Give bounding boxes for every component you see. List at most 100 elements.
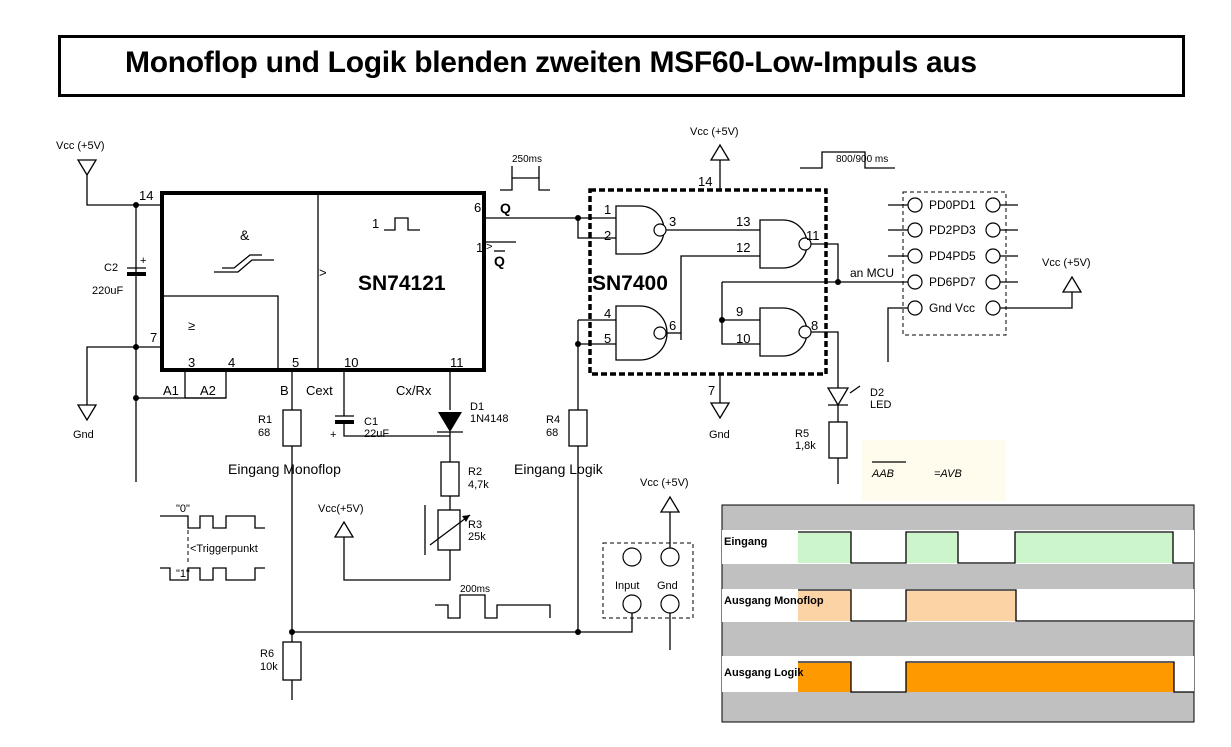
ic1-pin-10: 10	[344, 355, 358, 370]
svg-text:D1: D1	[470, 401, 484, 413]
ic1-pin-3: 3	[188, 355, 195, 370]
ic1-pin-4: 4	[228, 355, 235, 370]
svg-text:14: 14	[698, 174, 712, 189]
d1-diode	[438, 412, 462, 432]
b-label: B	[280, 383, 289, 398]
svg-text:=AVB: =AVB	[934, 468, 962, 480]
svg-text:7: 7	[708, 383, 715, 398]
gnd-left-label: Gnd	[73, 429, 94, 441]
svg-text:C2: C2	[104, 262, 118, 274]
title-box: Monoflop und Logik blenden zweiten MSF60…	[58, 35, 1185, 97]
r6-resistor	[282, 641, 302, 681]
c1-capacitor: + C1 22uF	[330, 408, 389, 441]
svg-text:Vcc (+5V): Vcc (+5V)	[56, 140, 105, 152]
svg-text:R4: R4	[546, 414, 560, 426]
gt-symbol: >	[319, 265, 327, 280]
svg-text:<Triggerpunkt: <Triggerpunkt	[190, 543, 258, 555]
svg-text:9: 9	[736, 304, 743, 319]
svg-text:Gnd: Gnd	[657, 580, 678, 592]
svg-text:250ms: 250ms	[512, 154, 542, 165]
and-symbol: &	[240, 227, 250, 243]
ic1-pin-7: 7	[150, 330, 157, 345]
svg-text:22uF: 22uF	[364, 428, 389, 440]
svg-text:R1: R1	[258, 414, 272, 426]
svg-text:2: 2	[604, 228, 611, 243]
timing-label-monoflop: Ausgang Monoflop	[724, 595, 824, 607]
ic1-pin-5: 5	[292, 355, 299, 370]
mcu-connector	[902, 191, 1007, 336]
svg-text:R6: R6	[260, 648, 274, 660]
svg-text:R5: R5	[795, 428, 809, 440]
svg-text:R3: R3	[468, 519, 482, 531]
svg-text:PD6PD7: PD6PD7	[929, 275, 976, 289]
svg-text:3: 3	[669, 214, 676, 229]
timing-diagram: Eingang Ausgang Monoflop Ausgang Logik	[721, 504, 1195, 723]
gnd-mid-label: Gnd	[709, 429, 730, 441]
svg-text:25k: 25k	[468, 531, 486, 543]
svg-text:Vcc (+5V): Vcc (+5V)	[690, 126, 739, 138]
gnd-mid-icon	[709, 402, 731, 420]
svg-text:220uF: 220uF	[92, 285, 123, 297]
a1-label: A1	[163, 383, 179, 398]
svg-text:4: 4	[604, 306, 611, 321]
an-mcu-label: an MCU	[850, 266, 894, 280]
svg-text:PD2PD3: PD2PD3	[929, 223, 976, 237]
ic-sn74121: & ≥ > 1 SN74121 1 >	[160, 191, 492, 372]
svg-text:C1: C1	[364, 416, 378, 428]
pulse-250ms: 250ms	[500, 154, 550, 191]
svg-text:LED: LED	[870, 399, 891, 411]
r4-resistor	[568, 409, 588, 447]
vcc-top: Vcc (+5V) 14	[690, 126, 739, 190]
svg-text:R2: R2	[468, 466, 482, 478]
svg-text:10: 10	[736, 331, 750, 346]
vcc-right-label: Vcc (+5V)	[1042, 257, 1091, 269]
svg-text:"1": "1"	[176, 568, 190, 580]
formula-box: AAB =AVB	[862, 440, 1006, 501]
r1-resistor	[282, 409, 302, 447]
q-label: Q	[500, 200, 511, 216]
gnd-icon	[76, 404, 98, 422]
svg-text:PD4PD5: PD4PD5	[929, 249, 976, 263]
ic1-pin-14: 14	[139, 188, 153, 203]
qbar-pin-label: 1	[476, 240, 483, 255]
svg-text:10k: 10k	[260, 661, 278, 673]
svg-text:68: 68	[258, 427, 270, 439]
svg-text:Gnd Vcc: Gnd Vcc	[929, 301, 975, 315]
svg-text:"0": "0"	[176, 503, 190, 515]
c2-capacitor: + C2 220uF	[92, 255, 146, 297]
svg-text:1,8k: 1,8k	[795, 440, 816, 452]
pulse-200ms: 200ms	[435, 584, 551, 619]
a2-label: A2	[200, 383, 216, 398]
svg-text:8: 8	[811, 318, 818, 333]
svg-text:PD0PD1: PD0PD1	[929, 198, 976, 212]
eingang-monoflop-label: Eingang Monoflop	[228, 461, 341, 477]
svg-text:11: 11	[806, 228, 820, 243]
svg-text:+: +	[140, 255, 146, 267]
svg-text:D2: D2	[870, 387, 884, 399]
cext-label: Cext	[306, 383, 333, 398]
svg-text:1N4148: 1N4148	[470, 413, 509, 425]
ge-symbol: ≥	[188, 318, 195, 333]
svg-text:6: 6	[669, 318, 676, 333]
r5-resistor	[828, 421, 848, 459]
pulse-one-label: 1	[372, 216, 379, 231]
svg-text:200ms: 200ms	[460, 584, 490, 595]
mcu-pins: PD0PD1 PD2PD3 PD4PD5 PD6PD7 Gnd Vcc	[887, 197, 1073, 362]
qbar-label: Q	[494, 253, 505, 269]
timing-label-eingang: Eingang	[724, 536, 767, 548]
pulse-icon	[384, 217, 420, 231]
ic1-pin-6: 6	[474, 200, 481, 215]
vcc-pot-label: Vcc(+5V)	[318, 503, 364, 515]
vcc-right-icon	[1061, 275, 1083, 293]
ic1-name: SN74121	[358, 272, 446, 295]
ic2-name: SN7400	[592, 272, 668, 295]
svg-text:5: 5	[604, 331, 611, 346]
d2-led	[826, 387, 850, 407]
svg-text:4,7k: 4,7k	[468, 479, 489, 491]
svg-text:68: 68	[546, 427, 558, 439]
svg-text:Input: Input	[615, 580, 639, 592]
vcc-input-label: Vcc (+5V)	[640, 477, 689, 489]
r2-resistor	[440, 461, 460, 497]
svg-text:>: >	[486, 241, 492, 253]
